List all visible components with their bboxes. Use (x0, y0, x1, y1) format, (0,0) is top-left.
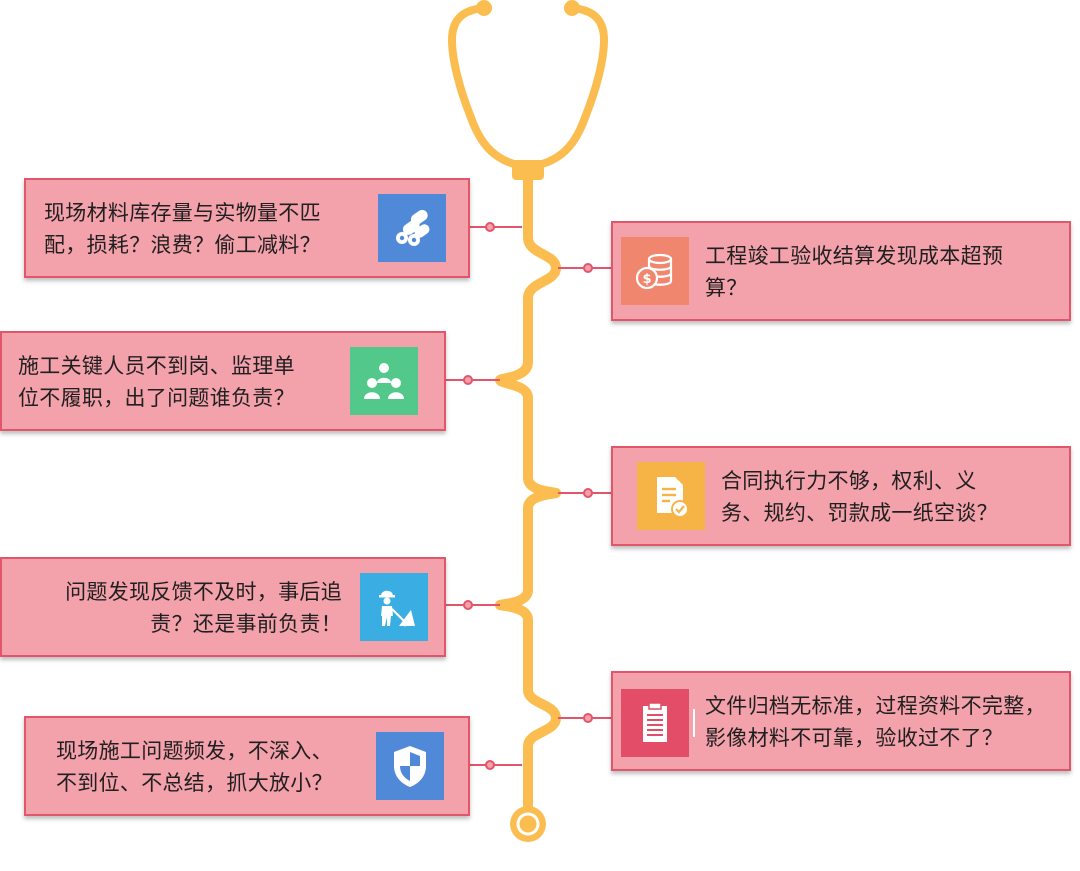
card-text-line: 影像材料不可靠，验收过不了？ (705, 726, 1004, 750)
card-text-materials: 现场材料库存量与实物量不匹 配，损耗？浪费？偷工减料？ (44, 197, 321, 261)
stethoscope-ear-tip-left (476, 0, 492, 16)
shield-icon (376, 732, 444, 800)
card-text-line: 问题发现反馈不及时，事后追 (65, 580, 342, 604)
card-text-line: 工程竣工验收结算发现成本超预 (705, 244, 1004, 268)
card-text-personnel: 施工关键人员不到岗、监理单 位不履职，出了问题谁负责？ (18, 350, 295, 414)
card-archive: 文件归档无标准，过程资料不完整， 影像材料不可靠，验收过不了？ (611, 671, 1071, 771)
connector-dot (485, 760, 495, 770)
card-text-line: 文件归档无标准，过程资料不完整， (705, 694, 1046, 718)
card-text-line: 责？还是事前负责！ (150, 612, 342, 636)
card-text-cost: 工程竣工验收结算发现成本超预 算？ (705, 240, 1003, 304)
icon-divider (693, 709, 695, 737)
card-cost: $ 工程竣工验收结算发现成本超预 算？ (611, 221, 1071, 321)
stethoscope-chest-piece-ring (516, 812, 540, 836)
svg-text:$: $ (642, 272, 651, 287)
card-feedback: 问题发现反馈不及时，事后追 责？还是事前负责！ (0, 557, 446, 657)
coin-stack-icon: $ (621, 237, 689, 305)
connector-dot (583, 713, 593, 723)
card-text-line: 位不履职，出了问题谁负责？ (18, 386, 295, 410)
card-text-contract: 合同执行力不够，权利、义 务、规约、罚款成一纸空谈？ (721, 465, 998, 529)
document-check-icon (637, 462, 705, 530)
clipboard-list-icon (621, 689, 689, 757)
card-text-line: 施工关键人员不到岗、监理单 (18, 354, 295, 378)
card-contract: 合同执行力不够，权利、义 务、规约、罚款成一纸空谈？ (611, 446, 1071, 546)
card-text-line: 合同执行力不够，权利、义 (721, 469, 977, 493)
people-group-icon (350, 347, 418, 415)
card-materials: 现场材料库存量与实物量不匹 配，损耗？浪费？偷工减料？ (24, 178, 470, 278)
card-personnel: 施工关键人员不到岗、监理单 位不履职，出了问题谁负责？ (0, 331, 446, 431)
card-text-line: 现场施工问题频发，不深入、 (56, 739, 333, 763)
connector-dot (583, 488, 593, 498)
card-text-line: 算？ (705, 276, 748, 300)
card-text-line: 务、规约、罚款成一纸空谈？ (721, 501, 998, 525)
stethoscope-earpiece-left (447, 4, 526, 170)
card-text-feedback: 问题发现反馈不及时，事后追 责？还是事前负责！ (2, 576, 342, 640)
connector-dot (463, 600, 473, 610)
stethoscope-ear-tip-right (564, 0, 580, 16)
stethoscope-chest-piece-core (522, 818, 534, 830)
card-text-archive: 文件归档无标准，过程资料不完整， 影像材料不可靠，验收过不了？ (705, 690, 1046, 754)
connector-dot (485, 222, 495, 232)
stethoscope-tube (495, 173, 561, 813)
card-text-site-issues: 现场施工问题频发，不深入、 不到位、不总结，抓大放小？ (56, 735, 333, 799)
connector-dot (463, 375, 473, 385)
connectors (446, 222, 611, 770)
card-text-line: 不到位、不总结，抓大放小？ (56, 771, 333, 795)
connector-dot (583, 263, 593, 273)
stethoscope-earpiece-right (530, 4, 609, 170)
card-text-line: 配，损耗？浪费？偷工减料？ (44, 233, 321, 257)
stethoscope-joint (512, 160, 544, 180)
card-site-issues: 现场施工问题频发，不深入、 不到位、不总结，抓大放小？ (24, 716, 470, 816)
materials-stack-icon (378, 194, 446, 262)
card-text-line: 现场材料库存量与实物量不匹 (44, 201, 321, 225)
worker-shovel-icon (360, 573, 428, 641)
